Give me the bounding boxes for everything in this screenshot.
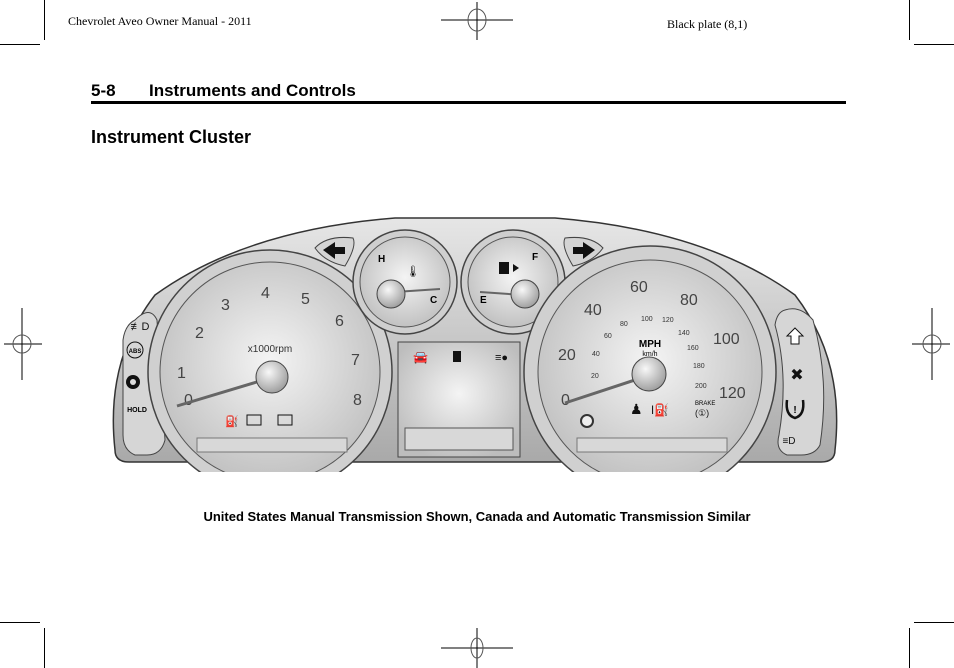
svg-text:200: 200 — [695, 383, 707, 390]
svg-text:8: 8 — [353, 392, 362, 409]
plate-label: Black plate (8,1) — [667, 17, 748, 31]
tach-unit-label: x1000rpm — [248, 344, 292, 355]
temp-hot-label: H — [378, 254, 385, 265]
svg-text:1: 1 — [177, 365, 186, 382]
speed-unit-label: MPH — [639, 339, 661, 350]
right-indicator-pod: ✖ ! ≡D — [774, 308, 825, 456]
svg-text:120: 120 — [719, 385, 746, 402]
fuel-full-label: F — [532, 252, 538, 263]
crop-mark — [914, 622, 954, 623]
temp-cold-label: C — [430, 295, 437, 306]
fuel-gauge: E F — [460, 229, 566, 335]
svg-text:100: 100 — [713, 331, 740, 348]
svg-text:100: 100 — [641, 316, 653, 323]
tire-pressure-icon: ! — [785, 399, 805, 420]
section-title: Instruments and Controls — [149, 81, 356, 100]
crop-mark — [44, 0, 45, 40]
front-fog-lamp-icon: ≡D — [782, 436, 795, 447]
door-ajar-icon: 🚘 — [413, 350, 428, 364]
figure-caption: United States Manual Transmission Shown,… — [203, 509, 751, 524]
svg-text:5: 5 — [301, 291, 310, 308]
section-rule — [91, 101, 846, 104]
abs-icon: ABS — [126, 341, 144, 359]
speedometer: 0 20 40 60 80 100 120 20 40 60 80 100 12… — [523, 245, 777, 472]
fuel-empty-label: E — [480, 295, 487, 306]
svg-text:2: 2 — [195, 325, 204, 342]
odometer-window — [404, 427, 514, 451]
hold-mode-icon — [126, 375, 140, 389]
section-number: 5-8 — [91, 81, 116, 100]
center-info-display: 🚘 ≡● — [397, 341, 521, 458]
hold-label: HOLD — [127, 407, 147, 414]
speed-hub — [631, 356, 667, 392]
svg-text:40: 40 — [592, 351, 600, 358]
service-oil-icon: ǀ⛽ — [651, 403, 669, 417]
high-beam-icon: ≡● — [495, 352, 508, 364]
rear-fog-lamp-icon: ≢D — [131, 321, 150, 333]
page-title: Instrument Cluster — [91, 127, 252, 147]
svg-text:160: 160 — [687, 345, 699, 352]
svg-text:0: 0 — [184, 392, 193, 409]
svg-text:80: 80 — [620, 321, 628, 328]
brake-label: BRAKE — [695, 401, 715, 407]
coolant-temp-icon: 🌡 — [406, 265, 420, 278]
instrument-cluster-figure: ≢D ABS HOLD ✖ ! ≡D 0 1 2 3 4 5 6 7 8 x10… — [112, 217, 838, 472]
registration-mark-left — [4, 308, 42, 380]
svg-text:3: 3 — [221, 297, 230, 314]
crop-mark — [914, 44, 954, 45]
svg-text:20: 20 — [591, 373, 599, 380]
svg-text:6: 6 — [335, 313, 344, 330]
svg-text:80: 80 — [680, 292, 698, 309]
upshift-icon — [785, 327, 805, 345]
manual-title: Chevrolet Aveo Owner Manual - 2011 — [68, 14, 252, 28]
svg-text:60: 60 — [630, 279, 648, 296]
svg-text:4: 4 — [261, 285, 270, 302]
check-engine-icon — [246, 414, 262, 426]
svg-text:40: 40 — [584, 302, 602, 319]
seatbelt-icon: ♟ — [630, 401, 643, 417]
svg-text:7: 7 — [351, 352, 360, 369]
crop-mark — [44, 628, 45, 668]
registration-mark-right — [912, 308, 950, 380]
trip-reset-button — [580, 414, 594, 428]
svg-text:20: 20 — [558, 347, 576, 364]
fuel-pump-icon — [499, 262, 509, 274]
crop-mark — [909, 0, 910, 40]
svg-text:140: 140 — [678, 330, 690, 337]
battery-icon — [277, 414, 293, 426]
svg-text:!: ! — [793, 405, 796, 416]
svg-text:0: 0 — [561, 392, 570, 409]
registration-mark-bottom — [441, 628, 513, 668]
speed-secondary-unit-label: km/h — [642, 351, 657, 358]
tach-hub — [255, 360, 289, 394]
tach-needle — [176, 376, 271, 408]
oil-pressure-icon: ⛽ — [225, 415, 239, 428]
registration-mark-top — [441, 2, 513, 40]
crop-mark — [909, 628, 910, 668]
svg-text:60: 60 — [604, 333, 612, 340]
airbag-icon: ✖ — [790, 367, 803, 384]
low-fuel-icon — [453, 351, 461, 362]
svg-text:180: 180 — [693, 363, 705, 370]
svg-text:ABS: ABS — [129, 349, 142, 355]
crop-mark — [0, 622, 40, 623]
temperature-gauge: H C 🌡 — [352, 229, 458, 335]
tachometer: 0 1 2 3 4 5 6 7 8 x1000rpm ⛽ — [147, 249, 393, 472]
svg-text:120: 120 — [662, 317, 674, 324]
brake-system-icon: (①) — [695, 408, 709, 418]
crop-mark — [0, 44, 40, 45]
